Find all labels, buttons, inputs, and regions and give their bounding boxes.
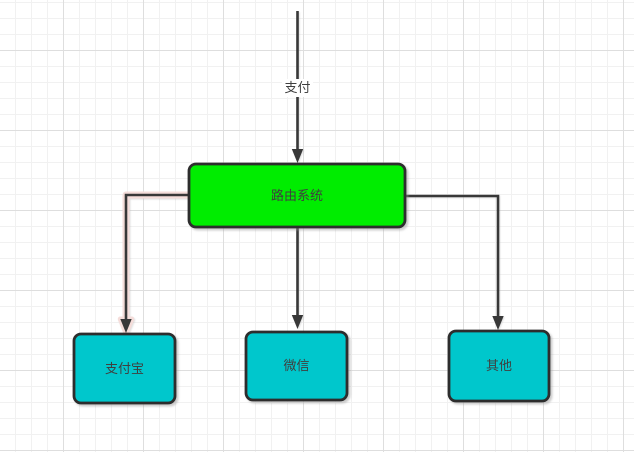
node-alipay-label: 支付宝 (105, 362, 144, 377)
node-other[interactable]: 其他 (447, 329, 551, 403)
edge-highlight-halo (122, 191, 189, 319)
node-router-shape[interactable] (187, 162, 407, 229)
node-wechat-shape[interactable] (244, 330, 349, 402)
arrowhead-down-icon (291, 315, 304, 329)
node-wechat[interactable]: 微信 (244, 330, 349, 402)
node-router-label: 路由系统 (271, 188, 323, 204)
node-alipay[interactable]: 支付宝 (72, 332, 177, 405)
edge-router-to-alipay[interactable] (117, 191, 189, 336)
edge-label-background (282, 79, 313, 97)
arrowhead-down-icon (492, 316, 504, 330)
node-other-label: 其他 (486, 359, 512, 374)
edge-line (405, 194, 500, 316)
edge-router-to-wechat[interactable] (291, 227, 304, 329)
edge-label-payment[interactable]: 支付 (282, 79, 313, 97)
node-alipay-shape[interactable] (72, 332, 177, 405)
node-router[interactable]: 路由系统 (187, 162, 407, 229)
node-other-shape[interactable] (447, 329, 551, 403)
node-wechat-label: 微信 (283, 359, 309, 374)
arrowhead-down-icon (291, 149, 304, 163)
arrowhead-down-icon (120, 319, 132, 333)
edge-router-to-other[interactable] (405, 194, 504, 330)
edge-label-payment-text: 支付 (284, 81, 310, 96)
edge-line (124, 193, 189, 319)
